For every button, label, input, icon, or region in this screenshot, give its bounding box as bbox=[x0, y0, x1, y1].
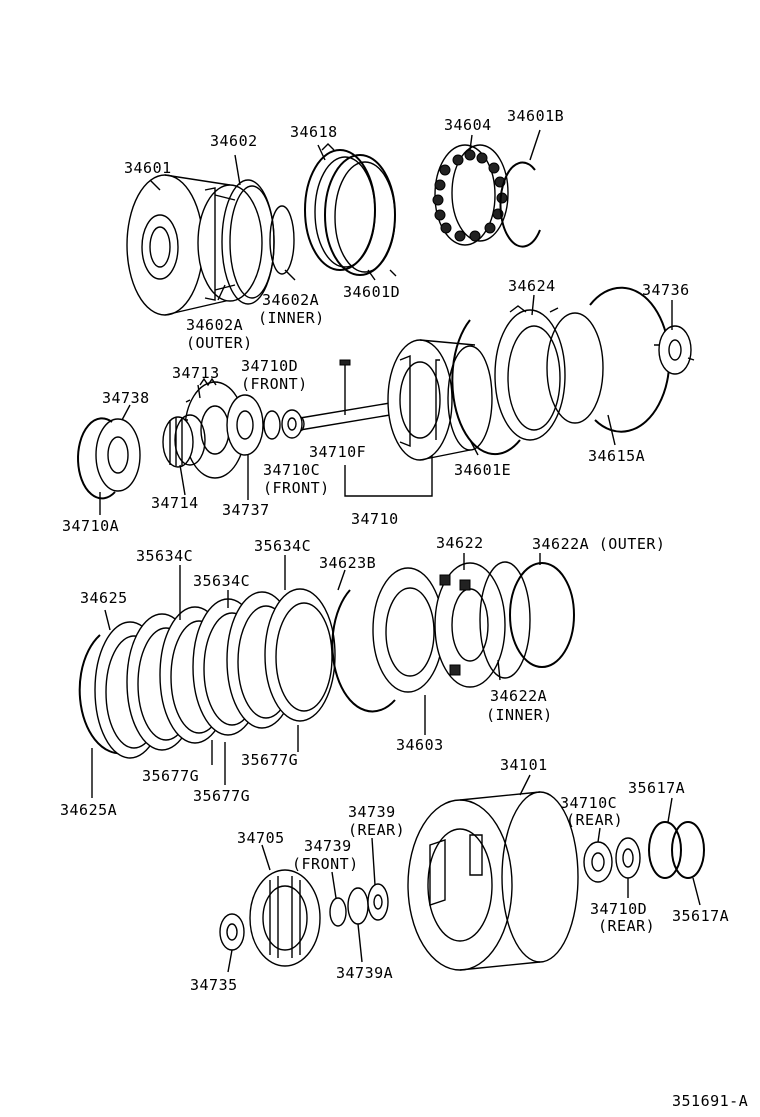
part-label: 34602A bbox=[186, 316, 244, 334]
part-label: 34739A bbox=[336, 964, 394, 982]
part-34601E-ring bbox=[451, 319, 521, 456]
part-label: 34602 bbox=[210, 132, 258, 150]
part-label: (INNER) bbox=[486, 706, 553, 724]
part-34710C-rear bbox=[583, 841, 613, 883]
part-label: 34618 bbox=[290, 123, 338, 141]
part-label: (FRONT) bbox=[292, 855, 359, 873]
part-label: (FRONT) bbox=[241, 375, 308, 393]
part-label: 34739 bbox=[304, 837, 352, 855]
part-label: 34736 bbox=[642, 281, 690, 299]
clutch-pack bbox=[94, 588, 336, 759]
part-label: 34710C bbox=[263, 461, 321, 479]
part-34618-plates bbox=[304, 143, 397, 277]
part-label: 34101 bbox=[500, 756, 548, 774]
part-35617A-ring-a bbox=[648, 821, 682, 879]
part-label: 34622A bbox=[490, 687, 548, 705]
part-34710A-snap-ring bbox=[77, 417, 116, 500]
part-label: 34710C bbox=[560, 794, 618, 812]
part-label: 35677G bbox=[142, 767, 200, 785]
part-34624-hub bbox=[494, 305, 604, 441]
part-label: 34738 bbox=[102, 389, 150, 407]
part-label: 34622 bbox=[436, 534, 484, 552]
part-34601-drum bbox=[126, 174, 263, 316]
part-label: 34604 bbox=[444, 116, 492, 134]
part-label: 34601B bbox=[507, 107, 565, 125]
part-35617A-ring-b bbox=[671, 821, 705, 879]
part-label: 34601D bbox=[343, 283, 401, 301]
part-label: 34714 bbox=[151, 494, 199, 512]
part-34705-drum bbox=[249, 869, 321, 967]
part-34714-bearing bbox=[162, 414, 206, 468]
part-label: 34710A bbox=[62, 517, 120, 535]
part-label: 35677G bbox=[241, 751, 299, 769]
part-label: (REAR) bbox=[348, 821, 406, 839]
part-34601E-carrier bbox=[387, 339, 493, 461]
part-label: 35634C bbox=[254, 537, 312, 555]
part-34601B-snap-ring bbox=[499, 161, 541, 248]
part-label: 34601E bbox=[454, 461, 512, 479]
part-label: 34624 bbox=[508, 277, 556, 295]
part-label: 34602A bbox=[262, 291, 320, 309]
part-label: 34737 bbox=[222, 501, 270, 519]
part-34623B-ring bbox=[331, 589, 396, 713]
part-label: 34705 bbox=[237, 829, 285, 847]
part-34622A-outer-seal bbox=[509, 562, 575, 668]
part-34101-case bbox=[407, 791, 579, 971]
part-label: (FRONT) bbox=[263, 479, 330, 497]
part-34602-ring bbox=[221, 179, 295, 305]
part-label: 35677G bbox=[193, 787, 251, 805]
part-34710D-front bbox=[263, 409, 303, 440]
part-34622-piston bbox=[434, 562, 506, 688]
part-34603-piston bbox=[372, 567, 444, 693]
part-34739-front bbox=[329, 897, 347, 927]
part-label: 34735 bbox=[190, 976, 238, 994]
diagram-id: 351691-A bbox=[672, 1092, 749, 1110]
part-label: 34739 bbox=[348, 803, 396, 821]
part-label: 34625A bbox=[60, 801, 118, 819]
part-label: 34625 bbox=[80, 589, 128, 607]
part-label: 34615A bbox=[588, 447, 646, 465]
part-label: 34710F bbox=[309, 443, 367, 461]
assembly-34710-bracket bbox=[344, 455, 433, 497]
part-label: 34622A (OUTER) bbox=[532, 535, 666, 553]
part-label: (INNER) bbox=[258, 309, 325, 327]
part-34736-washer bbox=[654, 325, 695, 375]
part-label: (REAR) bbox=[566, 811, 624, 829]
part-34615A-snap-ring bbox=[589, 286, 671, 433]
part-label: 34623B bbox=[319, 554, 377, 572]
part-34739A bbox=[347, 887, 369, 925]
part-34604-roller-clutch bbox=[432, 144, 509, 246]
leader-lines bbox=[91, 129, 701, 973]
part-label: 34710D bbox=[590, 900, 648, 918]
part-label: 34710D bbox=[241, 357, 299, 375]
part-label: 34710 bbox=[351, 510, 399, 528]
part-34622A-inner-seal bbox=[479, 561, 531, 679]
part-label: (OUTER) bbox=[186, 334, 253, 352]
part-label: 34601 bbox=[124, 159, 172, 177]
part-34710D-rear bbox=[615, 837, 641, 879]
part-label: 35617A bbox=[672, 907, 730, 925]
part-label: 35634C bbox=[136, 547, 194, 565]
part-label: 35634C bbox=[193, 572, 251, 590]
part-34735-washer bbox=[219, 913, 245, 951]
part-34739-rear bbox=[367, 883, 389, 921]
part-34738-ring bbox=[95, 418, 141, 492]
part-34737-gear bbox=[226, 394, 264, 456]
part-label: (REAR) bbox=[598, 917, 656, 935]
part-label: 34713 bbox=[172, 364, 220, 382]
part-label: 34603 bbox=[396, 736, 444, 754]
part-label: 35617A bbox=[628, 779, 686, 797]
